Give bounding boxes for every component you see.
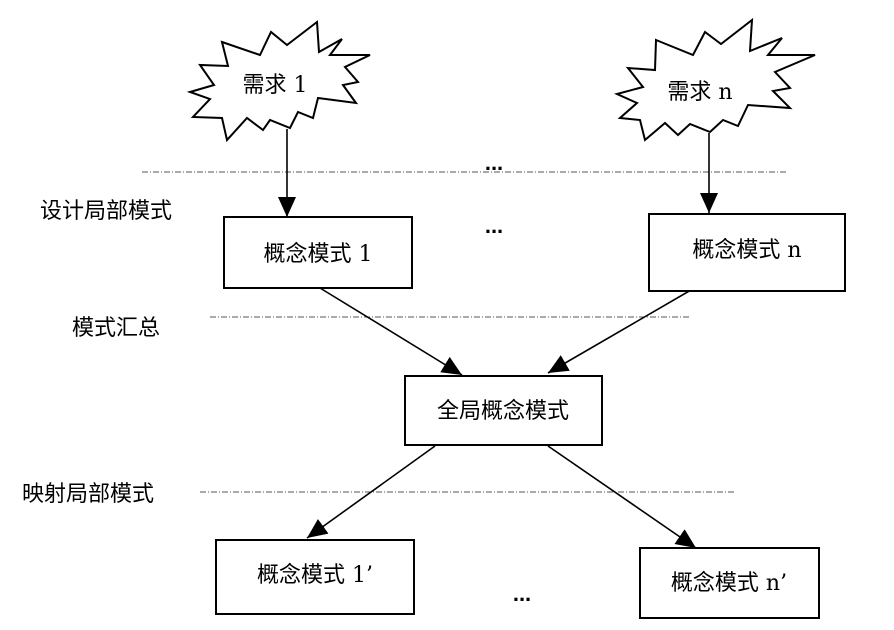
box-shape xyxy=(639,547,820,619)
edge-conceptn-to-global xyxy=(547,289,692,374)
box-shape xyxy=(404,375,603,446)
concept-schema-1-box: 概念模式 1 xyxy=(223,216,413,289)
requirement-n-label: 需求 n xyxy=(667,80,732,105)
box-shape xyxy=(215,539,415,615)
box-shape xyxy=(223,216,413,289)
concept-schema-n-label: 概念模式 n xyxy=(692,238,801,263)
starburst-shape xyxy=(186,20,371,143)
concept-schema-n-box: 概念模式 n xyxy=(648,213,846,292)
edge-concept1-to-global xyxy=(319,287,463,376)
ellipsis-local-concepts: ... xyxy=(485,213,503,238)
box-shape xyxy=(648,213,846,292)
stage-label-design-local: 设计局部模式 xyxy=(40,199,172,224)
edge-global-to-concept1prime xyxy=(306,445,436,539)
global-concept-schema-label: 全局概念模式 xyxy=(437,399,569,424)
stage-label-merge: 模式汇总 xyxy=(72,316,160,341)
requirement-n-star: 需求 n xyxy=(614,17,816,142)
requirement-1-label: 需求 1 xyxy=(243,73,308,98)
requirement-1-star: 需求 1 xyxy=(186,20,371,143)
global-concept-schema-box: 全局概念模式 xyxy=(404,375,603,446)
concept-schema-1-label: 概念模式 1 xyxy=(264,242,373,267)
concept-schema-1-prime-label: 概念模式 1’ xyxy=(257,563,373,588)
concept-schema-n-prime-box: 概念模式 n’ xyxy=(639,547,820,619)
stage-label-map-local: 映射局部模式 xyxy=(22,482,154,507)
ellipsis-requirements: ... xyxy=(485,150,503,175)
concept-schema-1-prime-box: 概念模式 1’ xyxy=(215,539,415,615)
concept-schema-n-prime-label: 概念模式 n’ xyxy=(671,571,787,596)
edge-global-to-conceptnprime xyxy=(547,445,697,549)
starburst-shape xyxy=(614,17,816,142)
ellipsis-mapped-concepts: ... xyxy=(513,581,531,606)
